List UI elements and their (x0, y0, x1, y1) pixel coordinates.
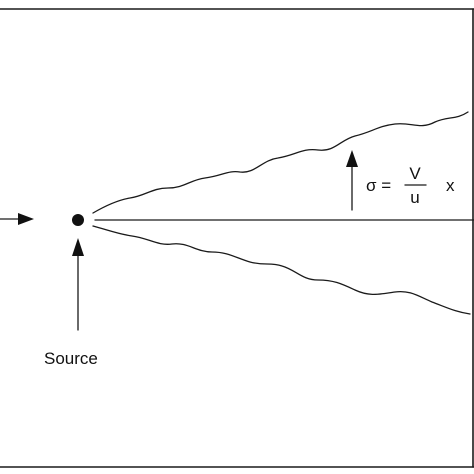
formula-numerator: V (409, 164, 421, 183)
sigma-arrow-head (346, 150, 358, 167)
source-label: Source (44, 349, 98, 368)
formula-denominator: u (410, 188, 419, 207)
formula-sigma-equals: σ = (366, 176, 391, 195)
wind-arrow-head (18, 213, 34, 225)
plume-lower-boundary (92, 225, 471, 315)
source-pointer-arrow (72, 238, 84, 331)
sigma-arrow (346, 150, 358, 211)
source-point (72, 214, 84, 226)
formula-variable: x (446, 176, 455, 195)
wind-arrow (0, 213, 34, 225)
plume-upper-boundary (92, 111, 469, 214)
sigma-formula: σ = V u x (366, 164, 455, 207)
source-pointer-head (72, 238, 84, 256)
